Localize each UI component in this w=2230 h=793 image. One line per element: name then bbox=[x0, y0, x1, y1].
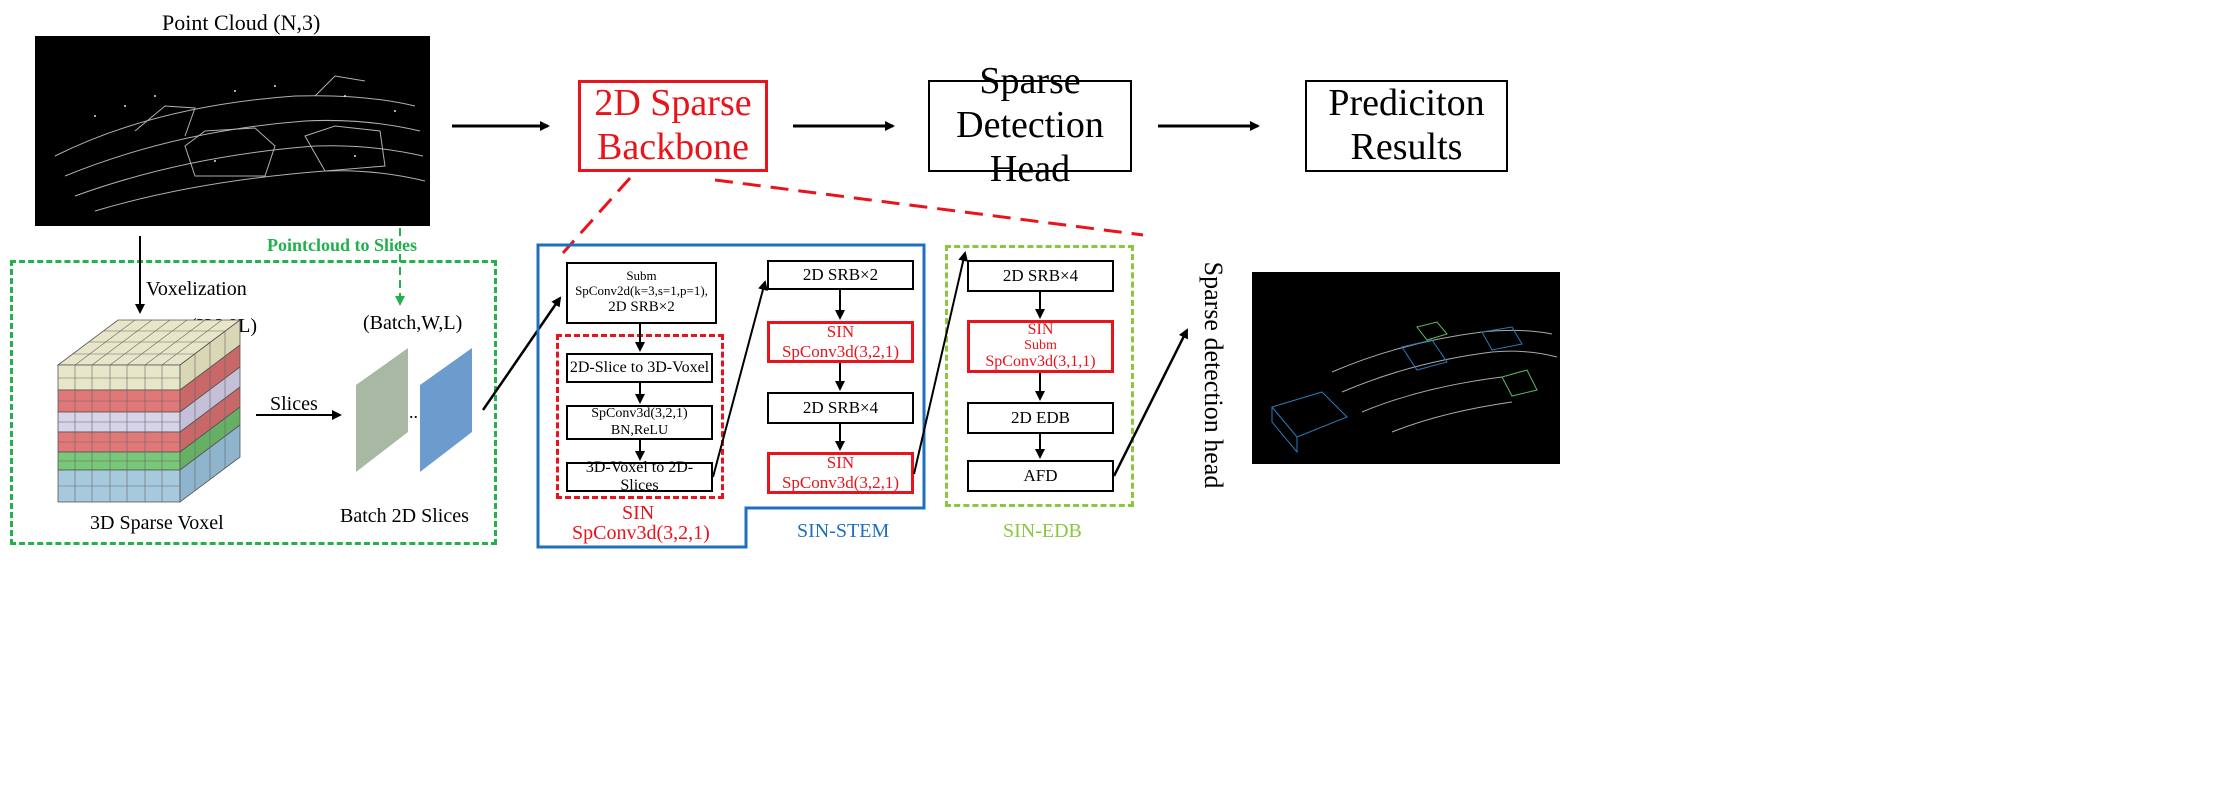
afd-text: AFD bbox=[1023, 466, 1058, 486]
bn-relu-text: BN,ReLU bbox=[610, 422, 669, 438]
stem-sin1-line-1: SIN bbox=[826, 322, 855, 342]
detection-result-image bbox=[1252, 272, 1560, 464]
edb-srb4-box: 2D SRB×4 bbox=[967, 260, 1114, 292]
stem-srb4-text: 2D SRB×4 bbox=[802, 398, 879, 418]
slice-gray bbox=[356, 348, 408, 472]
sin-edb-label: SIN-EDB bbox=[1003, 520, 1082, 542]
slices-caption: Batch 2D Slices bbox=[340, 505, 469, 527]
edb-box: 2D EDB bbox=[967, 402, 1114, 434]
spconv-text: SpConv3d(3,2,1) bbox=[591, 406, 688, 422]
results-line-2: Results bbox=[1350, 126, 1463, 168]
edb-sin-box: SIN Subm SpConv3d(3,1,1) bbox=[967, 320, 1114, 373]
stem-sin2-line-2: SpConv3d(3,2,1) bbox=[781, 473, 900, 492]
stem-srb2-text: 2D SRB×2 bbox=[802, 265, 879, 285]
pointcloud-to-slices-label: Pointcloud to Slices bbox=[267, 235, 418, 255]
stem-sin2-box: SIN SpConv3d(3,2,1) bbox=[767, 452, 914, 494]
edb-sin-line-2: Subm bbox=[1024, 338, 1057, 354]
srb2-text: 2D SRB×2 bbox=[608, 299, 675, 316]
backbone-line-2: Backbone bbox=[597, 126, 749, 168]
voxelization-label: Voxelization bbox=[146, 278, 247, 300]
sin-edb-panel bbox=[945, 245, 1134, 507]
results-line-1: Prediciton bbox=[1328, 82, 1485, 125]
voxel-to-slices-box: 3D-Voxel to 2D-Slices bbox=[566, 459, 713, 494]
voxel-caption: 3D Sparse Voxel bbox=[90, 512, 224, 534]
sin-group-label-1: SIN bbox=[622, 502, 655, 524]
prediction-results-box: Prediciton Results bbox=[1305, 80, 1508, 172]
slice-to-voxel-text: 2D-Slice to 3D-Voxel bbox=[569, 358, 710, 376]
edb-text: 2D EDB bbox=[1010, 408, 1071, 428]
point-cloud-scatter bbox=[54, 75, 426, 212]
batch-wl-label: (Batch,W,L) bbox=[363, 312, 463, 334]
stem-sin1-box: SIN SpConv3d(3,2,1) bbox=[767, 321, 914, 363]
edb-sin-line-1: SIN bbox=[1027, 321, 1054, 339]
slice-blue bbox=[420, 348, 472, 472]
detection-result-scatter bbox=[1271, 321, 1558, 454]
point-cloud-image bbox=[35, 36, 430, 226]
stem-sin2-line-1: SIN bbox=[826, 453, 855, 473]
stem-srb2-box: 2D SRB×2 bbox=[767, 260, 914, 290]
edb-srb4-text: 2D SRB×4 bbox=[1002, 266, 1079, 286]
head-line-2: Detection Head bbox=[956, 104, 1104, 190]
spconv-bn-box: SpConv3d(3,2,1) BN,ReLU bbox=[566, 405, 713, 440]
head-line-1: Sparse bbox=[979, 60, 1081, 103]
sparse-backbone-box: 2D Sparse Backbone bbox=[578, 80, 768, 172]
slice-to-voxel-box: 2D-Slice to 3D-Voxel bbox=[566, 353, 713, 383]
subm-spconv-box: Subm SpConv2d(k=3,s=1,p=1), 2D SRB×2 bbox=[566, 262, 717, 324]
backbone-line-1: 2D Sparse bbox=[594, 82, 752, 125]
voxel-to-slices-text: 3D-Voxel to 2D-Slices bbox=[585, 458, 694, 494]
slices-label: Slices bbox=[270, 393, 318, 415]
detection-head-box: Sparse Detection Head bbox=[928, 60, 1132, 190]
subm-text: Subm bbox=[626, 268, 657, 284]
sin-group-label-2: SpConv3d(3,2,1) bbox=[572, 522, 710, 544]
afd-box: AFD bbox=[967, 460, 1114, 492]
pointcloud-to-slices-panel bbox=[10, 260, 497, 545]
spconv2d-text: SpConv2d(k=3,s=1,p=1), bbox=[575, 283, 708, 299]
sparse-voxel-cube bbox=[56, 319, 242, 503]
sin-stem-label: SIN-STEM bbox=[797, 520, 890, 542]
edb-sin-line-3: SpConv3d(3,1,1) bbox=[985, 352, 1096, 370]
stem-srb4-box: 2D SRB×4 bbox=[767, 392, 914, 424]
point-cloud-label: Point Cloud (N,3) bbox=[162, 10, 321, 35]
stem-sin1-line-2: SpConv3d(3,2,1) bbox=[781, 342, 900, 361]
